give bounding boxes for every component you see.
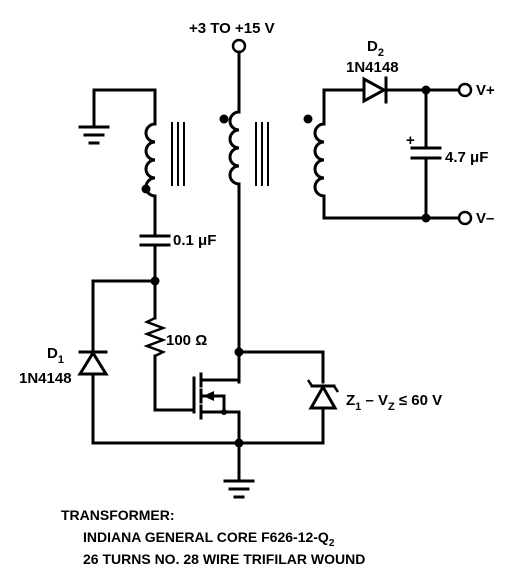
transformer-winding-line: 26 TURNS NO. 28 WIRE TRIFILAR WOUND	[83, 551, 365, 567]
vplus-label: V+	[476, 82, 495, 99]
zener-z1	[306, 379, 340, 412]
diode-d1	[77, 338, 109, 445]
terminal-vplus	[424, 82, 473, 98]
supply-voltage-label: +3 TO +15 V	[189, 20, 275, 37]
diode-d2-part: 1N4148	[346, 59, 399, 76]
resistor-100-ohm	[143, 279, 196, 412]
polarity-dot-right	[303, 114, 313, 124]
capacitor-polarity-plus: +	[406, 132, 415, 149]
capacitor-4.7uf-label: 4.7 μF	[445, 149, 488, 166]
diode-d2-name: D2	[367, 38, 384, 59]
transformer-core-line: INDIANA GENERAL CORE F626-12-Q2	[83, 529, 335, 549]
diode-d1-part: 1N4148	[19, 370, 72, 387]
capacitor-0.1uf-label: 0.1 μF	[173, 232, 216, 249]
polarity-dot-left	[141, 184, 151, 194]
terminal-vminus	[424, 210, 473, 226]
polarity-dot-center	[219, 114, 229, 124]
diode-d1-name: D1	[47, 345, 64, 366]
primary-winding	[219, 110, 269, 384]
secondary-winding	[303, 88, 428, 220]
capacitor-4.7uf	[410, 88, 442, 220]
gate-drive-winding	[92, 88, 185, 236]
ground-symbol-bottom	[223, 441, 255, 499]
mosfet-switch	[192, 372, 241, 445]
ground-symbol-top	[78, 122, 110, 145]
zener-z1-label: Z1 – VZ ≤ 60 V	[346, 392, 442, 413]
supply-terminal	[231, 38, 247, 114]
vminus-label: V–	[476, 210, 494, 227]
transformer-title: TRANSFORMER:	[61, 507, 175, 523]
resistor-label: 100 Ω	[166, 332, 207, 349]
capacitor-0.1uf	[139, 234, 171, 282]
